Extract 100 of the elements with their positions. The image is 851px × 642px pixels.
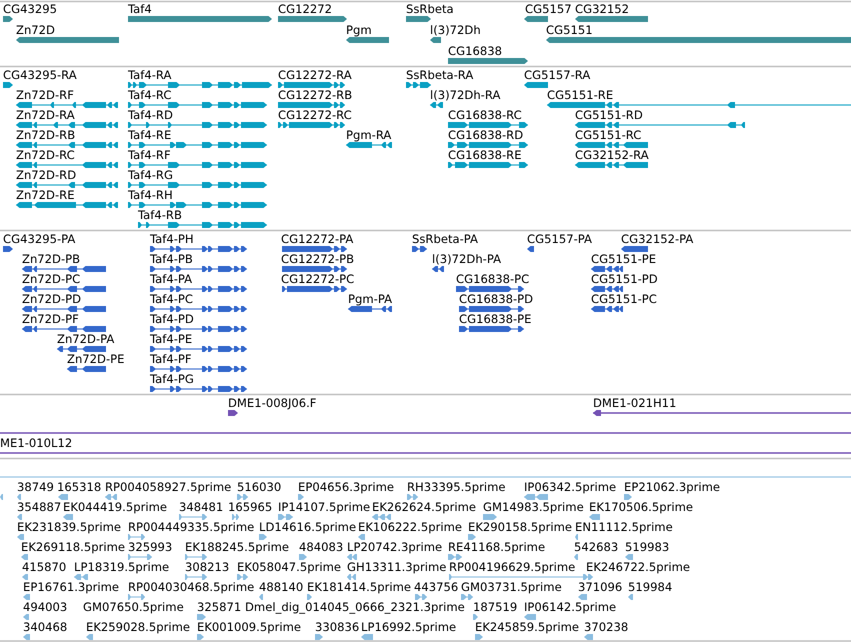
est-label: EP21062.3prime	[624, 480, 720, 494]
est-label: EK245859.5prime	[475, 620, 580, 634]
transcript-label: CG12272-RB	[278, 88, 352, 102]
gene-label: SsRbeta	[406, 2, 454, 16]
transcript-label: CG12272-RC	[278, 108, 352, 122]
est-label: RP004058927.5prime	[105, 480, 232, 494]
transcript-label: CG16838-RC	[448, 108, 522, 122]
transcript-label: Taf4-RB	[138, 208, 182, 222]
est-label: EP16761.3prime	[23, 580, 120, 594]
est-label: EK106222.5prime	[358, 520, 462, 534]
est-label: EK246722.5prime	[586, 560, 690, 574]
protein-label: CG16838-PD	[459, 292, 534, 306]
est-label: Dmel_dig_014045_0666_2321.3prime	[245, 600, 465, 614]
est-label: 308213	[185, 560, 230, 574]
protein-label: Zn72D-PE	[67, 352, 124, 366]
est-label: LP20742.3prime	[347, 540, 442, 554]
est-label: EK058047.5prime	[237, 560, 342, 574]
est-label: RE41168.5prime	[448, 540, 546, 554]
est-label: 494003	[23, 600, 68, 614]
transcript-label: Taf4-RG	[128, 168, 173, 182]
clone-label: ME1-010L12	[0, 436, 72, 450]
gene-label: CG12272	[278, 2, 332, 16]
protein-label: CG12272-PA	[281, 232, 354, 246]
protein-label: CG5151-PC	[591, 292, 657, 306]
protein-label: CG32152-PA	[621, 232, 694, 246]
transcript-label: CG5157-RA	[524, 68, 590, 82]
est-label: EK269118.5prime	[21, 540, 126, 554]
est-label: EK188245.5prime	[185, 540, 290, 554]
transcript-label: CG5151-RC	[575, 128, 642, 142]
protein-label: CG12272-PC	[281, 272, 354, 286]
transcript-label: Taf4-RC	[128, 88, 172, 102]
est-label: 542683	[574, 540, 618, 554]
est-label: GM03731.5prime	[461, 580, 562, 594]
protein-label: l(3)72Dh-PA	[432, 252, 502, 266]
est-label: 348481	[179, 500, 224, 514]
est-label: 415870	[22, 560, 66, 574]
transcript-label: CG12272-RA	[278, 68, 352, 82]
gene-label: Pgm	[346, 24, 372, 36]
est-label: EK259028.5prime	[86, 620, 190, 634]
gene-label: l(3)72Dh	[430, 24, 481, 36]
protein-label: Taf4-PE	[150, 332, 192, 346]
transcript-label: CG16838-RE	[448, 148, 522, 162]
est-label: IP06342.5prime	[524, 480, 616, 494]
transcript-label: Taf4-RE	[128, 128, 172, 142]
est-label: EK231839.5prime	[17, 520, 122, 534]
protein-label: Taf4-PD	[150, 312, 194, 326]
transcript-label: SsRbeta-RA	[406, 68, 474, 82]
protein-label: CG12272-PB	[281, 252, 354, 266]
protein-label: Taf4-PF	[150, 352, 192, 366]
est-label: 38749	[17, 480, 54, 494]
protein-label: Zn72D-PD	[22, 292, 82, 306]
est-label: EK181414.5prime	[307, 580, 412, 594]
transcript-label: l(3)72Dh-RA	[430, 88, 500, 102]
protein-label: Taf4-PG	[150, 372, 194, 386]
est-label: 370238	[584, 620, 628, 634]
protein-label: CG16838-PC	[456, 272, 530, 286]
protein-label: CG5157-PA	[527, 232, 592, 246]
protein-label: Taf4-PA	[150, 272, 192, 286]
transcript-label: CG32152-RA	[575, 148, 649, 162]
protein-label: Zn72D-PF	[22, 312, 79, 326]
est-label: EK262624.5prime	[372, 500, 476, 514]
est-label: EN11112.5prime	[575, 520, 673, 534]
gene-label: Taf4	[128, 2, 152, 16]
est-label: EK001009.5prime	[197, 620, 302, 634]
protein-label: Pgm-PA	[348, 292, 392, 306]
transcript-label: CG16838-RD	[448, 128, 524, 142]
protein-label: Taf4-PH	[150, 232, 194, 246]
gene-label: CG43295	[3, 2, 57, 16]
clone-label: DME1-021H11	[593, 396, 676, 410]
transcript-label: Taf4-RD	[128, 108, 173, 122]
gene-label: CG32152	[575, 2, 629, 16]
est-label: RP004449335.5prime	[128, 520, 254, 534]
est-label: 516030	[237, 480, 282, 494]
transcript-label: Zn72D-RB	[16, 128, 76, 142]
protein-label: CG43295-PA	[3, 232, 76, 246]
est-label: EK170506.5prime	[589, 500, 694, 514]
transcript-label: Zn72D-RD	[16, 168, 76, 182]
transcript-label: Taf4-RH	[128, 188, 173, 202]
gene-label: CG16838	[448, 44, 502, 58]
gene-label: CG5157	[525, 2, 572, 16]
est-label: 330836	[315, 620, 360, 634]
protein-label: Zn72D-PA	[57, 332, 114, 346]
protein-label: Taf4-PC	[150, 292, 193, 306]
protein-label: Zn72D-PC	[22, 272, 80, 286]
transcript-label: Pgm-RA	[346, 128, 392, 142]
transcript-label: Zn72D-RE	[16, 188, 75, 202]
clone-label: DME1-008J06.F	[228, 396, 316, 410]
est-label: 165318	[57, 480, 102, 494]
est-label: 187519	[473, 600, 518, 614]
protein-label: CG5151-PD	[591, 272, 658, 286]
transcript-label: CG5151-RD	[575, 108, 643, 122]
est-label: RH33395.5prime	[407, 480, 506, 494]
transcript-label: CG43295-RA	[3, 68, 77, 82]
est-label: EP04656.3prime	[298, 480, 394, 494]
est-label: 325871	[197, 600, 242, 614]
est-label: 484083	[299, 540, 344, 554]
est-label: 443756	[414, 580, 458, 594]
est-label: 371096	[578, 580, 622, 594]
est-label: LD14616.5prime	[259, 520, 356, 534]
est-label: 488140	[259, 580, 304, 594]
